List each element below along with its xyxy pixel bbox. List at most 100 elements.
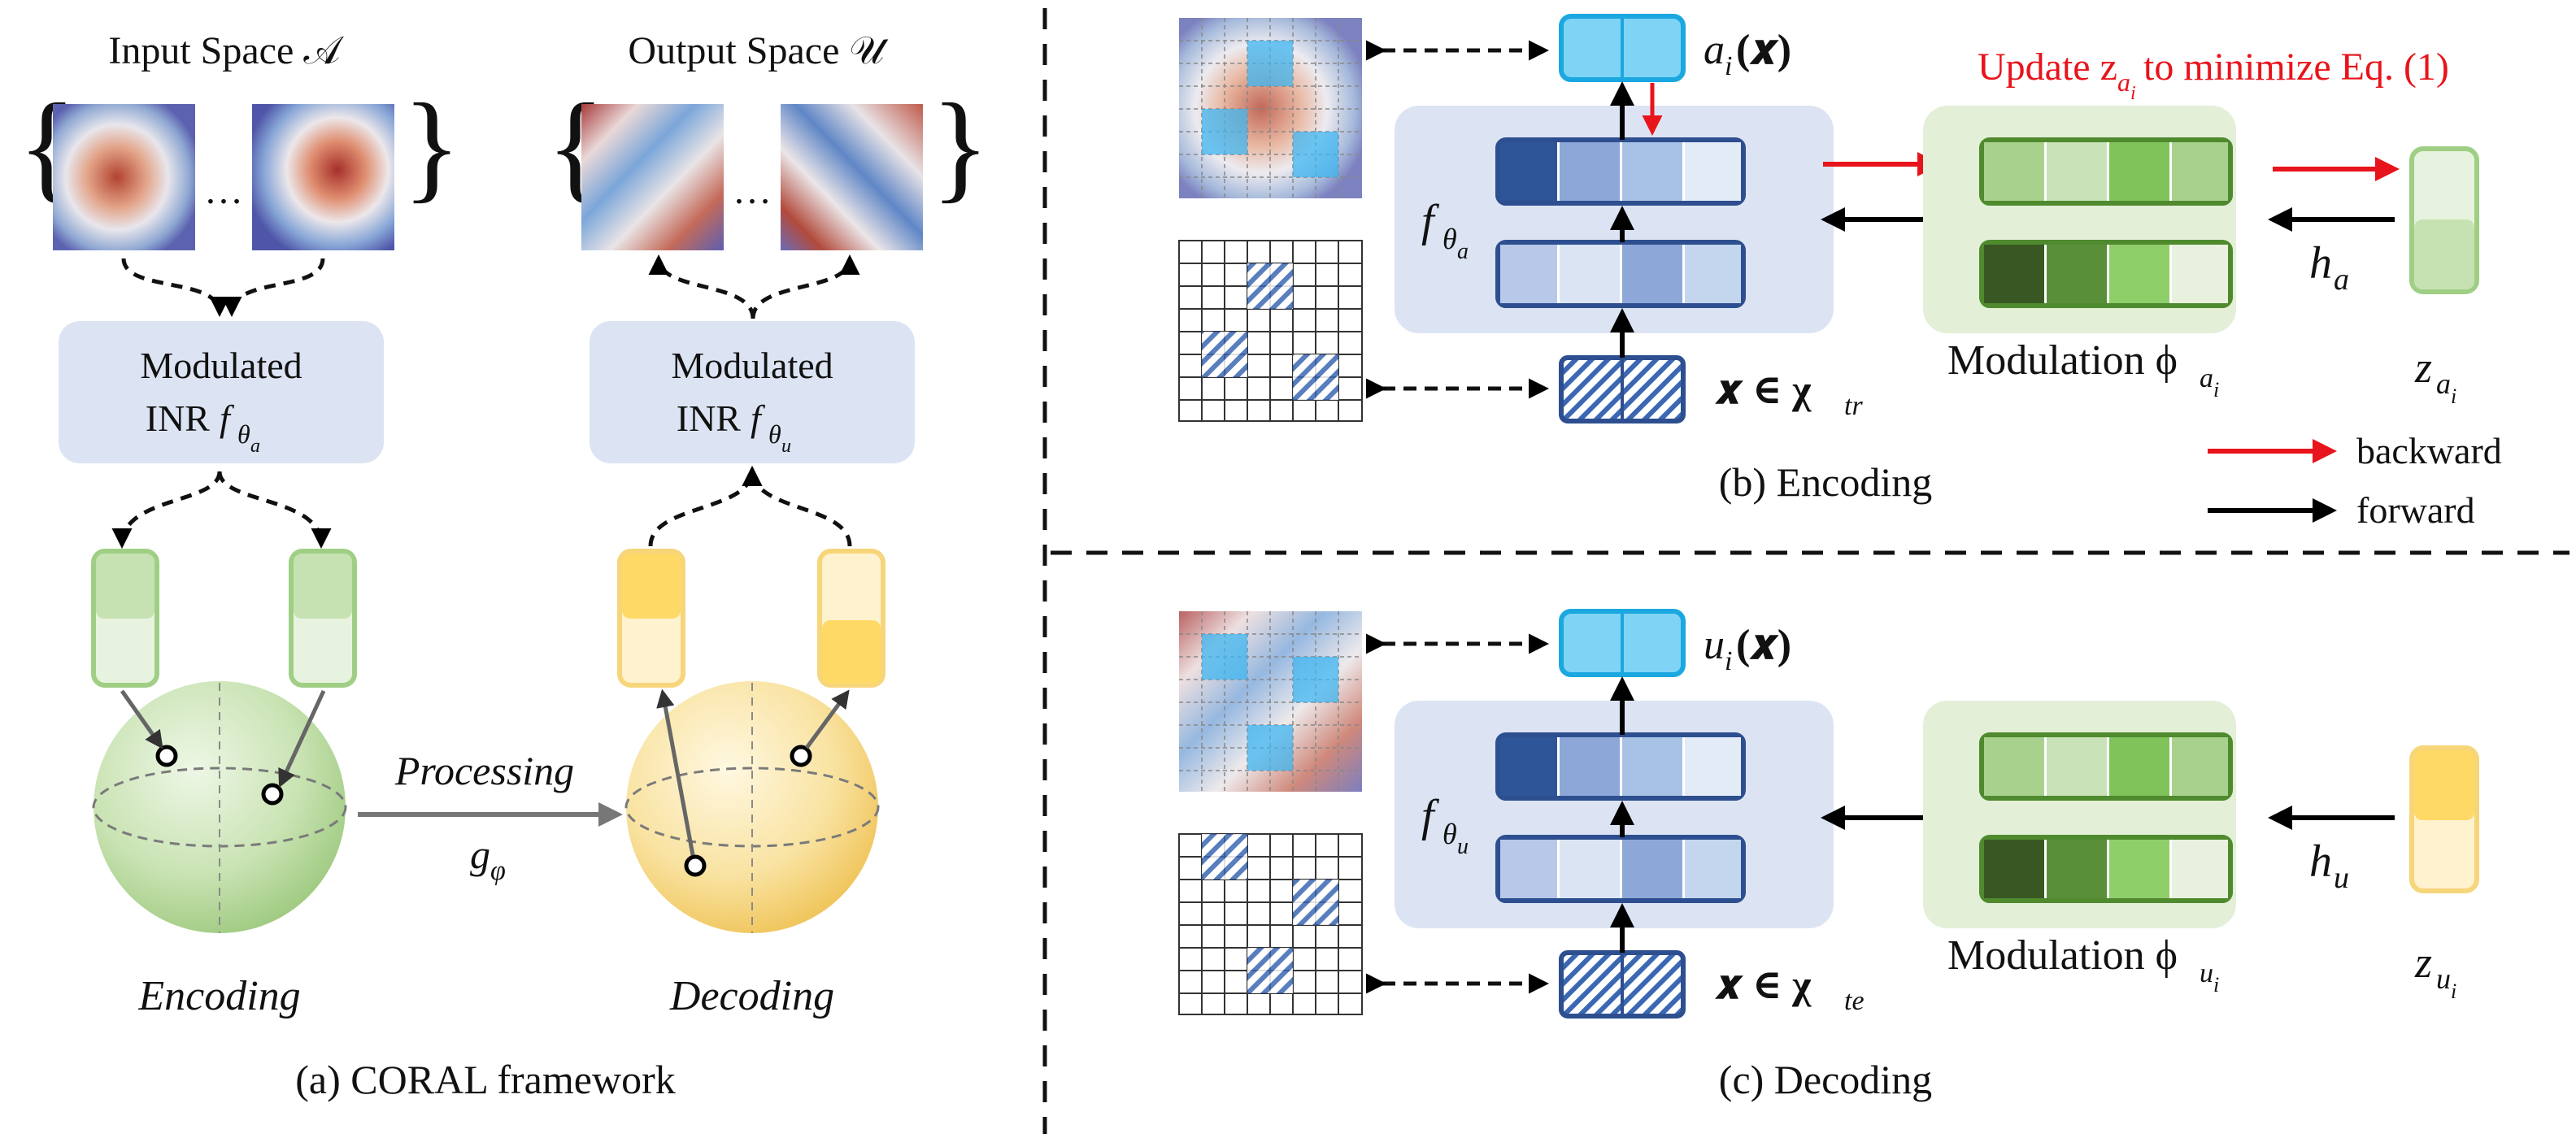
update-text-sub: a xyxy=(2117,67,2130,97)
decoding-h-symbol: h xyxy=(2309,836,2332,887)
encoder-inr-line1: Modulated xyxy=(140,345,302,386)
panel-a-caption: (a) CORAL framework xyxy=(295,1057,675,1102)
encoding-modulation-subsub: i xyxy=(2213,378,2219,402)
sphere-to-code-arrow xyxy=(804,689,850,749)
output-field-sample-2 xyxy=(781,104,923,250)
decoder-inr-subsub: u xyxy=(781,436,791,457)
encoder-inr-subsub: a xyxy=(250,436,260,457)
decoder-inr-box xyxy=(590,321,915,463)
encoding-label: Encoding xyxy=(137,973,300,1019)
decoding-modulation-layer-top xyxy=(1979,732,2233,801)
encoding-f-subsub: a xyxy=(1457,239,1469,264)
sphere-to-code-arrow xyxy=(656,688,695,856)
decoding-query-grid xyxy=(1178,833,1363,1015)
encoding-h-sub: a xyxy=(2334,263,2349,297)
dashed-arrow xyxy=(221,258,325,317)
decoding-modulation-layer-bottom xyxy=(1979,835,2233,903)
encoding-h-symbol: h xyxy=(2309,238,2332,289)
encoding-input-label: 𝒙 ∈ χ xyxy=(1715,367,1812,412)
latent-code-u-1 xyxy=(617,549,685,688)
encoding-output-arg: (𝒙) xyxy=(1736,27,1791,73)
code-to-sphere-arrow xyxy=(278,689,326,788)
legend-forward-label: forward xyxy=(2356,489,2475,531)
encoder-inr-sub: θ xyxy=(237,419,250,449)
dashed-arrow xyxy=(751,254,860,319)
encoding-modulation-label: Modulation ϕ xyxy=(1947,337,2178,384)
output-ellipsis: … xyxy=(733,169,772,212)
encoding-output-label: a xyxy=(1704,27,1725,73)
encoding-modulation-sub: a xyxy=(2200,363,2213,393)
encoding-hidden-layer-bottom xyxy=(1495,240,1746,308)
encoding-input-cell xyxy=(1559,355,1686,423)
decoder-inr-sub: θ xyxy=(768,419,781,449)
g-phi-symbol: g xyxy=(470,832,490,877)
legend-backward-label: backward xyxy=(2356,430,2502,471)
update-text-subsub: i xyxy=(2130,83,2136,104)
legend: backward forward xyxy=(2208,430,2502,531)
output-samples: { … } xyxy=(546,79,990,250)
dashed-arrow xyxy=(217,471,332,549)
code-to-sphere-arrow xyxy=(120,689,163,749)
encoding-hidden-layer-top xyxy=(1495,137,1746,206)
encoding-sphere xyxy=(92,681,347,933)
decoding-field-image xyxy=(1179,611,1362,792)
encoding-modulation-layer-top xyxy=(1979,137,2233,206)
decoding-output-sub: i xyxy=(1725,646,1732,676)
decoding-h-sub: u xyxy=(2334,861,2349,895)
decoding-latent-code xyxy=(2409,745,2479,893)
dashed-arrow xyxy=(648,466,763,547)
input-field-sample-1 xyxy=(53,104,195,250)
right-brace-icon: } xyxy=(402,79,461,214)
update-text: Update z xyxy=(1978,46,2117,89)
panel-b: a i (𝒙) Update z a i to minimize Eq. (1)… xyxy=(1178,14,2502,531)
panel-c: u i (𝒙) f θ u 𝒙 ∈ χ te xyxy=(1178,609,2479,1102)
decoding-input-sub: te xyxy=(1844,986,1865,1016)
dashed-arrow xyxy=(121,258,230,317)
encoding-modulation-layer-bottom xyxy=(1979,240,2233,308)
input-samples: { … } xyxy=(18,79,461,250)
decoding-input-label: 𝒙 ∈ χ xyxy=(1715,962,1812,1007)
decoding-modulation-subsub: i xyxy=(2213,973,2219,997)
encoding-f-sub: θ xyxy=(1442,223,1457,255)
encoding-output-sub: i xyxy=(1725,51,1732,81)
output-space-title: Output Space 𝒰 xyxy=(628,29,889,72)
encoding-z-subsub: i xyxy=(2451,384,2456,408)
decoding-label: Decoding xyxy=(669,973,834,1019)
encoding-z-sub: a xyxy=(2436,367,2451,400)
encoder-inr-line2: INR xyxy=(146,397,211,439)
encoding-input-sub: tr xyxy=(1844,391,1863,421)
decoding-hidden-layer-top xyxy=(1495,732,1746,801)
decoding-output-label: u xyxy=(1704,622,1725,668)
encoding-field-image xyxy=(1179,18,1362,198)
latent-code-a-1 xyxy=(91,549,159,688)
right-brace-icon: } xyxy=(931,79,990,214)
dashed-arrow xyxy=(742,466,852,547)
latent-code-a-2 xyxy=(289,549,357,688)
decoding-output-cell xyxy=(1559,609,1686,677)
input-field-sample-2 xyxy=(252,104,394,250)
decoding-output-arg: (𝒙) xyxy=(1736,622,1791,668)
encoding-query-grid xyxy=(1178,240,1363,422)
decoding-input-cell xyxy=(1559,950,1686,1019)
encoding-z-symbol: z xyxy=(2414,343,2432,392)
decoding-sphere xyxy=(624,681,880,933)
dashed-arrow xyxy=(648,254,755,319)
encoder-inr-box xyxy=(59,321,384,463)
panel-c-caption: (c) Decoding xyxy=(1719,1057,1932,1102)
decoding-z-sub: u xyxy=(2436,962,2451,995)
panel-b-caption: (b) Encoding xyxy=(1719,459,1932,505)
input-ellipsis: … xyxy=(204,169,243,212)
decoding-z-subsub: i xyxy=(2451,979,2456,1003)
input-space-title: Input Space 𝒜 xyxy=(108,29,344,72)
decoding-z-symbol: z xyxy=(2414,938,2432,987)
decoding-f-sub: θ xyxy=(1442,818,1457,850)
decoding-modulation-sub: u xyxy=(2200,958,2213,988)
output-field-sample-1 xyxy=(581,104,724,250)
panel-a: Input Space 𝒜 Output Space 𝒰 { … } { … }… xyxy=(18,29,990,1102)
dashed-arrow xyxy=(111,471,222,549)
encoding-output-cell xyxy=(1559,14,1686,82)
encoding-latent-code xyxy=(2409,146,2479,294)
g-phi-sub: φ xyxy=(490,856,506,886)
decoding-f-subsub: u xyxy=(1457,834,1469,859)
